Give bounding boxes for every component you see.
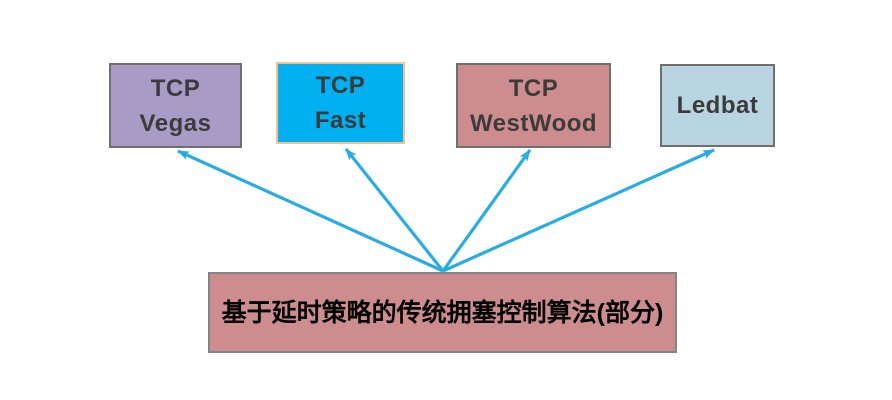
node-label-line: TCP xyxy=(315,72,366,99)
arrow-to-tcp-fast xyxy=(344,148,445,272)
arrow-to-ledbat xyxy=(442,148,715,273)
node-label-line: TCP xyxy=(508,74,559,102)
node-tcp-fast: TCP Fast xyxy=(276,62,405,144)
node-label-line: Vegas xyxy=(139,109,212,137)
node-label-line: Ledbat xyxy=(676,92,759,119)
node-delay-based-algorithms: 基于延时策略的传统拥塞控制算法(部分) xyxy=(208,272,677,353)
arrow-to-tcp-westwood xyxy=(441,149,532,272)
node-ledbat: Ledbat xyxy=(660,64,775,147)
node-tcp-vegas: TCP Vegas xyxy=(109,63,242,148)
node-tcp-westwood: TCP WestWood xyxy=(456,63,611,148)
node-label-line: TCP xyxy=(150,74,201,102)
node-label-line: Fast xyxy=(314,107,367,134)
arrow-to-tcp-vegas xyxy=(177,149,444,273)
node-label-line: 基于延时策略的传统拥塞控制算法(部分) xyxy=(221,298,664,327)
node-label-line: WestWood xyxy=(469,109,598,137)
